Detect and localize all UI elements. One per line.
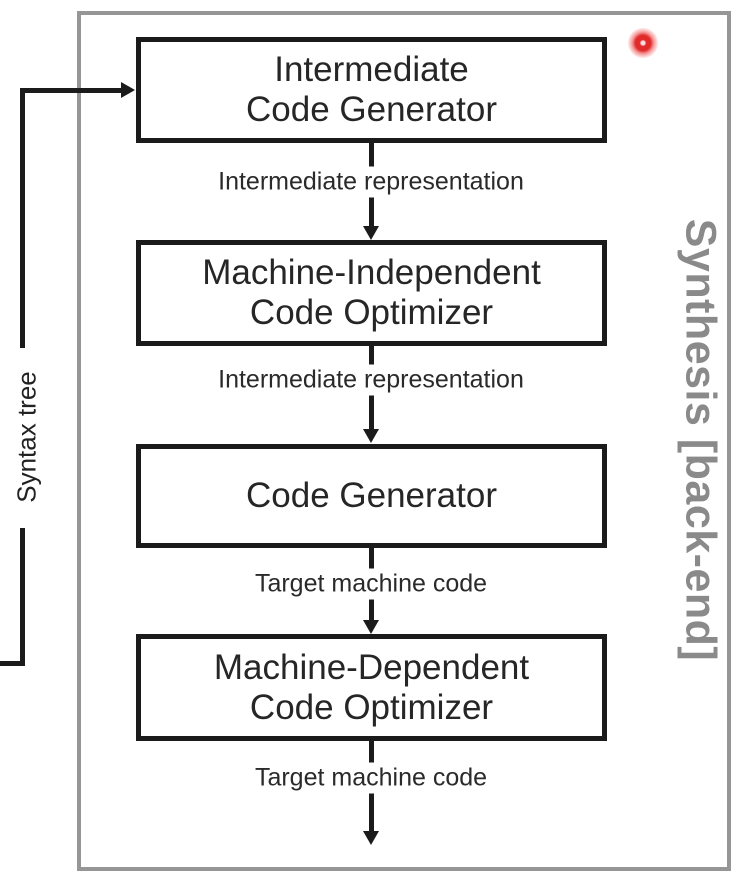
down-arrowhead-icon (363, 429, 379, 443)
node-machine-dependent-code-optimizer: Machine-Dependent Code Optimizer (136, 634, 607, 741)
right-arrowhead-icon (121, 82, 135, 98)
node-machine-independent-code-optimizer: Machine-Independent Code Optimizer (136, 240, 607, 346)
syntax-tree-label: Syntax tree (9, 363, 45, 511)
syntax-tree-line-top (20, 88, 123, 93)
down-arrowhead-icon (363, 620, 379, 634)
edge-label-target-machine-code-2: Target machine code (247, 762, 495, 794)
edge-label-intermediate-representation-1: Intermediate representation (211, 166, 531, 198)
record-dot-icon (628, 28, 658, 58)
node-label-line: Code Generator (246, 90, 497, 129)
down-arrowhead-icon (363, 226, 379, 240)
node-intermediate-code-generator: Intermediate Code Generator (136, 37, 607, 143)
edge-label-target-machine-code-1: Target machine code (247, 568, 495, 600)
node-label-line: Intermediate (274, 50, 469, 89)
edge-label-intermediate-representation-2: Intermediate representation (211, 364, 531, 396)
syntax-tree-line-vertical-upper (20, 88, 25, 348)
node-code-generator: Code Generator (136, 444, 607, 548)
node-label-line: Code Optimizer (249, 293, 494, 332)
synthesis-frame (77, 11, 731, 871)
down-arrowhead-icon (363, 831, 379, 845)
node-label-line: Code Generator (246, 476, 497, 515)
node-label-line: Code Optimizer (249, 687, 494, 727)
node-label-line: Machine-Independent (202, 253, 541, 292)
synthesis-backend-label: Synthesis [back-end] (676, 218, 725, 662)
syntax-tree-line-vertical-lower (20, 528, 25, 666)
syntax-tree-line-bottom (0, 661, 25, 666)
node-label-line: Machine-Dependent (213, 647, 530, 687)
